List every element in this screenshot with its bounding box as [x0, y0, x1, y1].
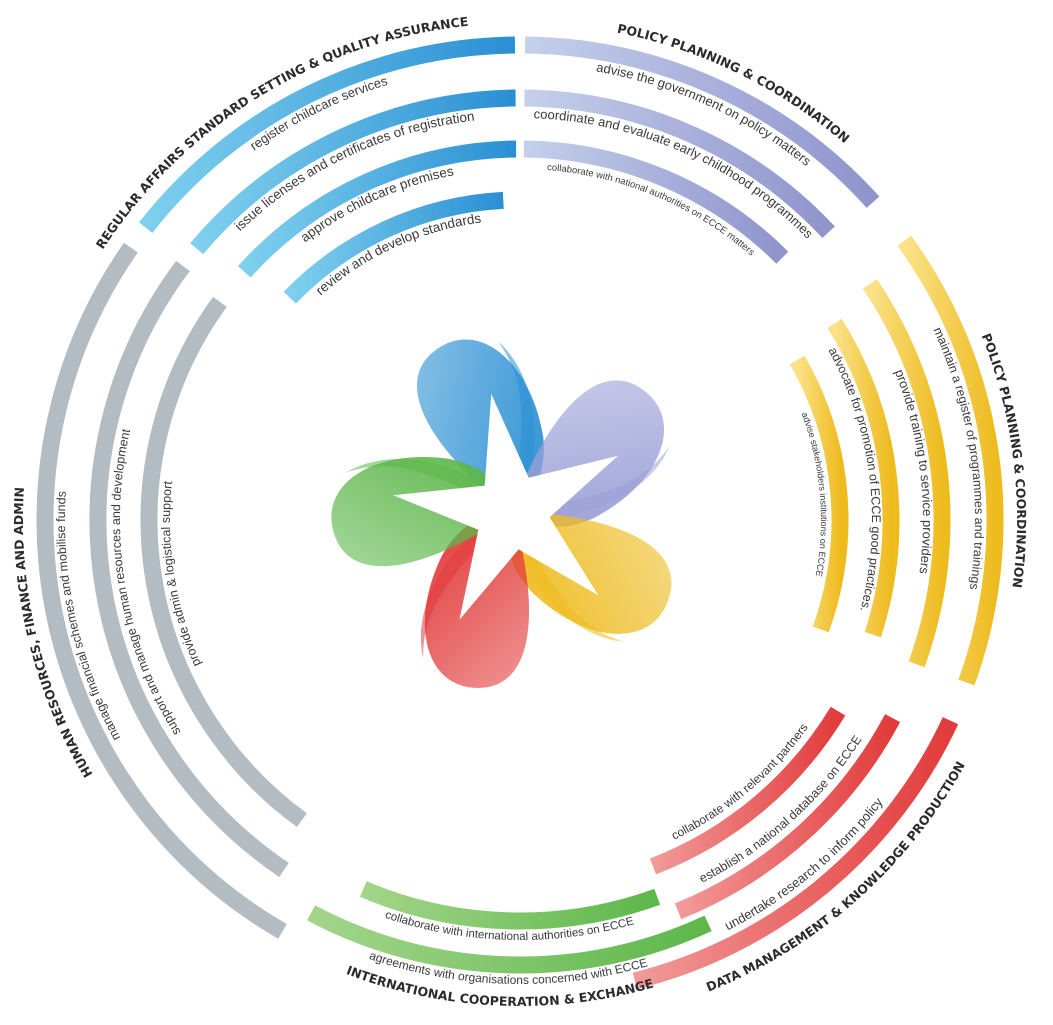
data-ring-3 — [649, 706, 846, 875]
regulatory-ring-1 — [139, 36, 516, 233]
policy-1-ring-1 — [524, 36, 880, 208]
policy-2-ring-3 — [827, 318, 900, 638]
international-ring-2 — [359, 881, 661, 930]
policy-2-ring-1 — [897, 235, 1004, 686]
regulatory-ring-3 — [237, 140, 517, 278]
star-center — [393, 393, 618, 620]
star-logo — [331, 339, 672, 688]
star-petal-5 — [331, 457, 512, 567]
hr-ring-2 — [89, 260, 289, 877]
hr-ring-1 — [36, 242, 287, 939]
policy-2-ring-4 — [789, 355, 849, 633]
arc-layer — [36, 36, 1004, 990]
data-ring-2 — [674, 714, 901, 920]
policy-1-ring-3 — [523, 140, 789, 264]
policy-2-ring-2 — [862, 279, 951, 668]
data-ring-1 — [632, 717, 959, 990]
regulatory-ring-2 — [190, 89, 516, 255]
regulatory-ring-4 — [283, 191, 504, 304]
policy-1-ring-2 — [524, 89, 835, 238]
hr-ring-3 — [140, 296, 307, 827]
international-ring-1 — [307, 905, 712, 974]
